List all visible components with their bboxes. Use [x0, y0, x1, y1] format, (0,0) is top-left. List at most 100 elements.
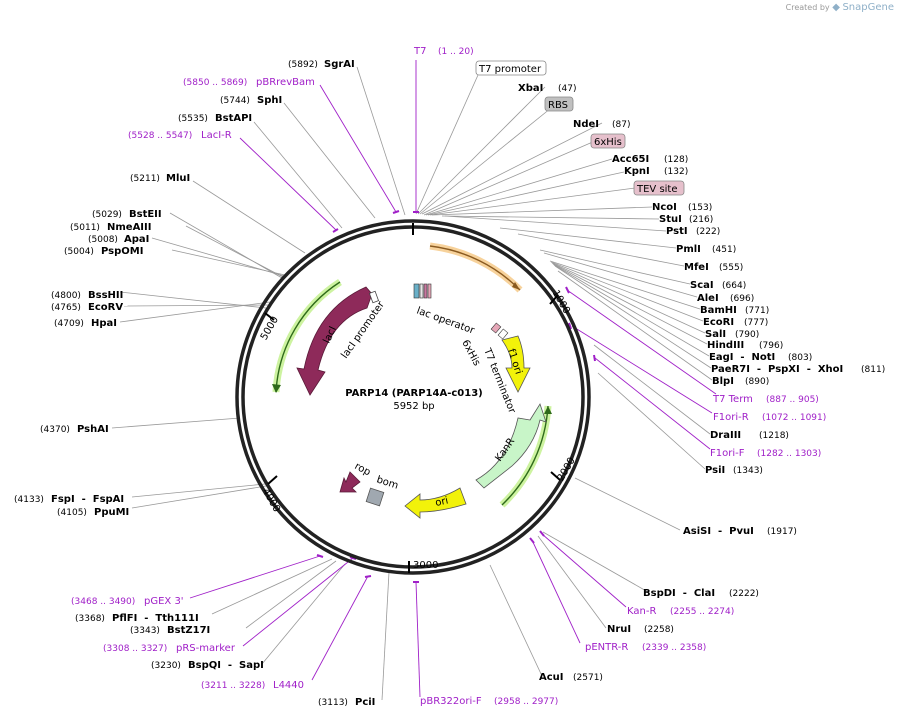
primer-name: F1ori-F	[710, 448, 745, 459]
label-box-6xHis	[590, 133, 626, 149]
label-t7-promoter: T7 promoter	[478, 64, 542, 75]
enzyme-pos: (451)	[712, 245, 736, 255]
enzyme-pos: (696)	[730, 294, 754, 304]
enzyme-pos: (222)	[696, 227, 720, 237]
enzyme-pos: (1218)	[759, 431, 789, 441]
feature-lacI-arrow	[296, 286, 373, 396]
enzyme-pos: (87)	[612, 120, 630, 130]
label-rbs: RBS	[548, 100, 568, 111]
enzyme-pos: (1343)	[733, 466, 763, 476]
enzyme-name: AsiSI - PvuI	[683, 526, 754, 537]
primer-name: pBR322ori-F	[420, 696, 482, 707]
enzymes-left: (5892) SgrAI (5744) SphI (5535) BstAPI (…	[14, 59, 375, 708]
primer-name: pRS-marker	[176, 643, 236, 654]
label-box-t7-promoter	[475, 60, 547, 76]
enzyme-pos: (4370)	[40, 425, 70, 435]
enzyme-name: AcuI	[539, 672, 564, 683]
enzyme-name: StuI	[659, 214, 682, 225]
enzyme-name: Acc65I	[612, 154, 649, 165]
enzymes-right: XbaI (47) NdeI (87) Acc65I (128) KpnI (1…	[518, 83, 885, 683]
enzyme-pos: (47)	[558, 84, 576, 94]
tick-label-3000: 3000	[413, 560, 438, 571]
primer-name: T7 Term	[712, 394, 753, 405]
enzyme-name: DraIII	[710, 430, 741, 441]
primer-range: (2255 .. 2274)	[670, 607, 734, 617]
snapgene-logo-icon: ◆	[832, 2, 840, 13]
primer-lines	[189, 60, 717, 698]
primer-name: pGEX 3'	[144, 596, 184, 607]
enzyme-pos: (1917)	[767, 527, 797, 537]
enzyme-name: NdeI	[573, 119, 599, 130]
enzyme-name: AleI	[697, 293, 719, 304]
enzyme-pos: (5211)	[130, 174, 160, 184]
primer-range: (1282 .. 1303)	[757, 449, 821, 459]
enzyme-name: BstZ17I	[167, 625, 210, 636]
enzyme-name: PspOMI	[101, 246, 143, 257]
primer-name: pBRrevBam	[256, 77, 315, 88]
enzyme-name: BspQI - SapI	[188, 660, 264, 671]
feature-6xHis-label: 6xHis	[459, 338, 482, 368]
enzyme-pos: (132)	[664, 167, 688, 177]
enzyme-pos: (3343)	[130, 626, 160, 636]
enzyme-name: HpaI	[91, 318, 117, 329]
enzyme-name: PsiI	[705, 465, 725, 476]
connector-lines	[111, 66, 713, 701]
enzyme-name: EagI - NotI	[709, 352, 775, 363]
enzyme-pos: (771)	[745, 306, 769, 316]
enzyme-name: EcoRV	[88, 302, 123, 313]
label-tev-site: TEV site	[636, 184, 678, 195]
enzyme-name: HindIII	[707, 340, 744, 351]
enzyme-name: BspDI - ClaI	[643, 588, 715, 599]
enzyme-pos: (4765)	[51, 303, 81, 313]
enzyme-name: SalI	[705, 329, 726, 340]
primer-range: (5850 .. 5869)	[183, 78, 247, 88]
enzyme-name: PaeR7I - PspXI - XhoI	[711, 364, 843, 375]
enzyme-pos: (4709)	[54, 319, 84, 329]
feature-lac-operator	[413, 283, 420, 299]
enzyme-name: SphI	[257, 95, 282, 106]
feature-rop-arrow	[339, 471, 361, 493]
feature-lac-operator-label: lac operator	[415, 305, 477, 336]
primer-range: (887 .. 905)	[766, 395, 819, 405]
enzyme-pos: (555)	[719, 263, 743, 273]
primer-name: LacI-R	[201, 130, 232, 141]
enzyme-name: MfeI	[684, 262, 709, 273]
enzyme-name: FspI - FspAI	[51, 494, 124, 505]
backbone-outer	[235, 219, 591, 575]
enzyme-name: MluI	[166, 173, 190, 184]
feature-rop-label: rop	[353, 461, 373, 478]
enzyme-name: PmlI	[676, 244, 701, 255]
enzyme-pos: (664)	[722, 281, 746, 291]
enzyme-name: BlpI	[712, 376, 734, 387]
enzyme-name: PstI	[666, 226, 688, 237]
enzyme-pos: (803)	[788, 353, 812, 363]
primer-name: L4440	[273, 680, 304, 691]
enzyme-pos: (4133)	[14, 495, 44, 505]
enzyme-pos: (3230)	[151, 661, 181, 671]
enzyme-pos: (128)	[664, 155, 688, 165]
enzyme-name: SgrAI	[324, 59, 355, 70]
enzyme-pos: (5029)	[92, 210, 122, 220]
primer-range: (1 .. 20)	[438, 47, 474, 57]
primer-name: pENTR-R	[585, 642, 628, 653]
feature-t7-terminator	[497, 328, 509, 340]
enzyme-pos: (5744)	[220, 96, 250, 106]
enzyme-name: PciI	[355, 697, 375, 708]
primers: T7 (1 .. 20) (5850 .. 5869) pBRrevBam (5…	[71, 46, 826, 707]
enzyme-pos: (5004)	[64, 247, 94, 257]
feature-lacI-promoter	[368, 290, 380, 304]
plasmid-title: PARP14 (PARP14A-c013)	[345, 388, 483, 399]
credit-prefix: Created by	[785, 3, 830, 12]
enzyme-name: BssHII	[88, 290, 123, 301]
enzyme-pos: (796)	[759, 341, 783, 351]
feature-6xHis	[490, 322, 502, 334]
snapgene-credit: Created by ◆ SnapGene	[786, 2, 894, 13]
enzyme-name: EcoRI	[703, 317, 734, 328]
primer-range: (3468 .. 3490)	[71, 597, 135, 607]
enzyme-name: NruI	[607, 624, 631, 635]
enzyme-pos: (890)	[745, 377, 769, 387]
enzyme-pos: (2258)	[644, 625, 674, 635]
primer-range: (2339 .. 2358)	[642, 643, 706, 653]
primer-name: Kan-R	[627, 606, 656, 617]
enzyme-name: PflFI - Tth111I	[112, 613, 199, 624]
